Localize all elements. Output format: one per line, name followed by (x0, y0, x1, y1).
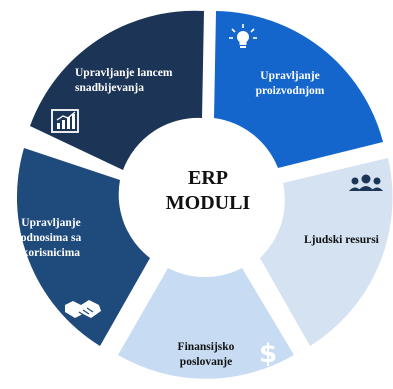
segment-crm-label-line1: Upravljanje (21, 217, 80, 229)
segment-supply-chain-label-line1: Upravljanje lancem (75, 67, 173, 79)
segment-supply-chain (30, 10, 204, 170)
segment-crm-label-line2: odnosima sa (21, 232, 82, 244)
segment-crm (16, 148, 150, 346)
lightbulb-icon (229, 24, 257, 48)
segment-production-label-line1: Upravljanje (260, 70, 319, 82)
handshake-icon (65, 300, 101, 318)
segment-finance-label-line2: poslovanje (180, 356, 232, 368)
center-title-line1: ERP (188, 167, 228, 189)
segment-supply-chain-label-line2: snadbijevanja (75, 82, 144, 94)
people-icon (349, 174, 383, 191)
segment-crm-label-line3: korisnicima (22, 247, 80, 259)
center-title-line2: MODULI (166, 192, 251, 214)
segment-production-label-line2: proizvodnjom (256, 85, 325, 97)
segment-finance (118, 268, 294, 379)
dollar-icon: $ (259, 339, 277, 369)
segment-production (214, 11, 383, 168)
segment-hr-label: Ljudski resursi (304, 234, 380, 246)
segment-hr (260, 158, 393, 346)
segment-finance-label-line1: Finansijsko (178, 341, 235, 353)
bar-chart-icon (51, 109, 79, 133)
